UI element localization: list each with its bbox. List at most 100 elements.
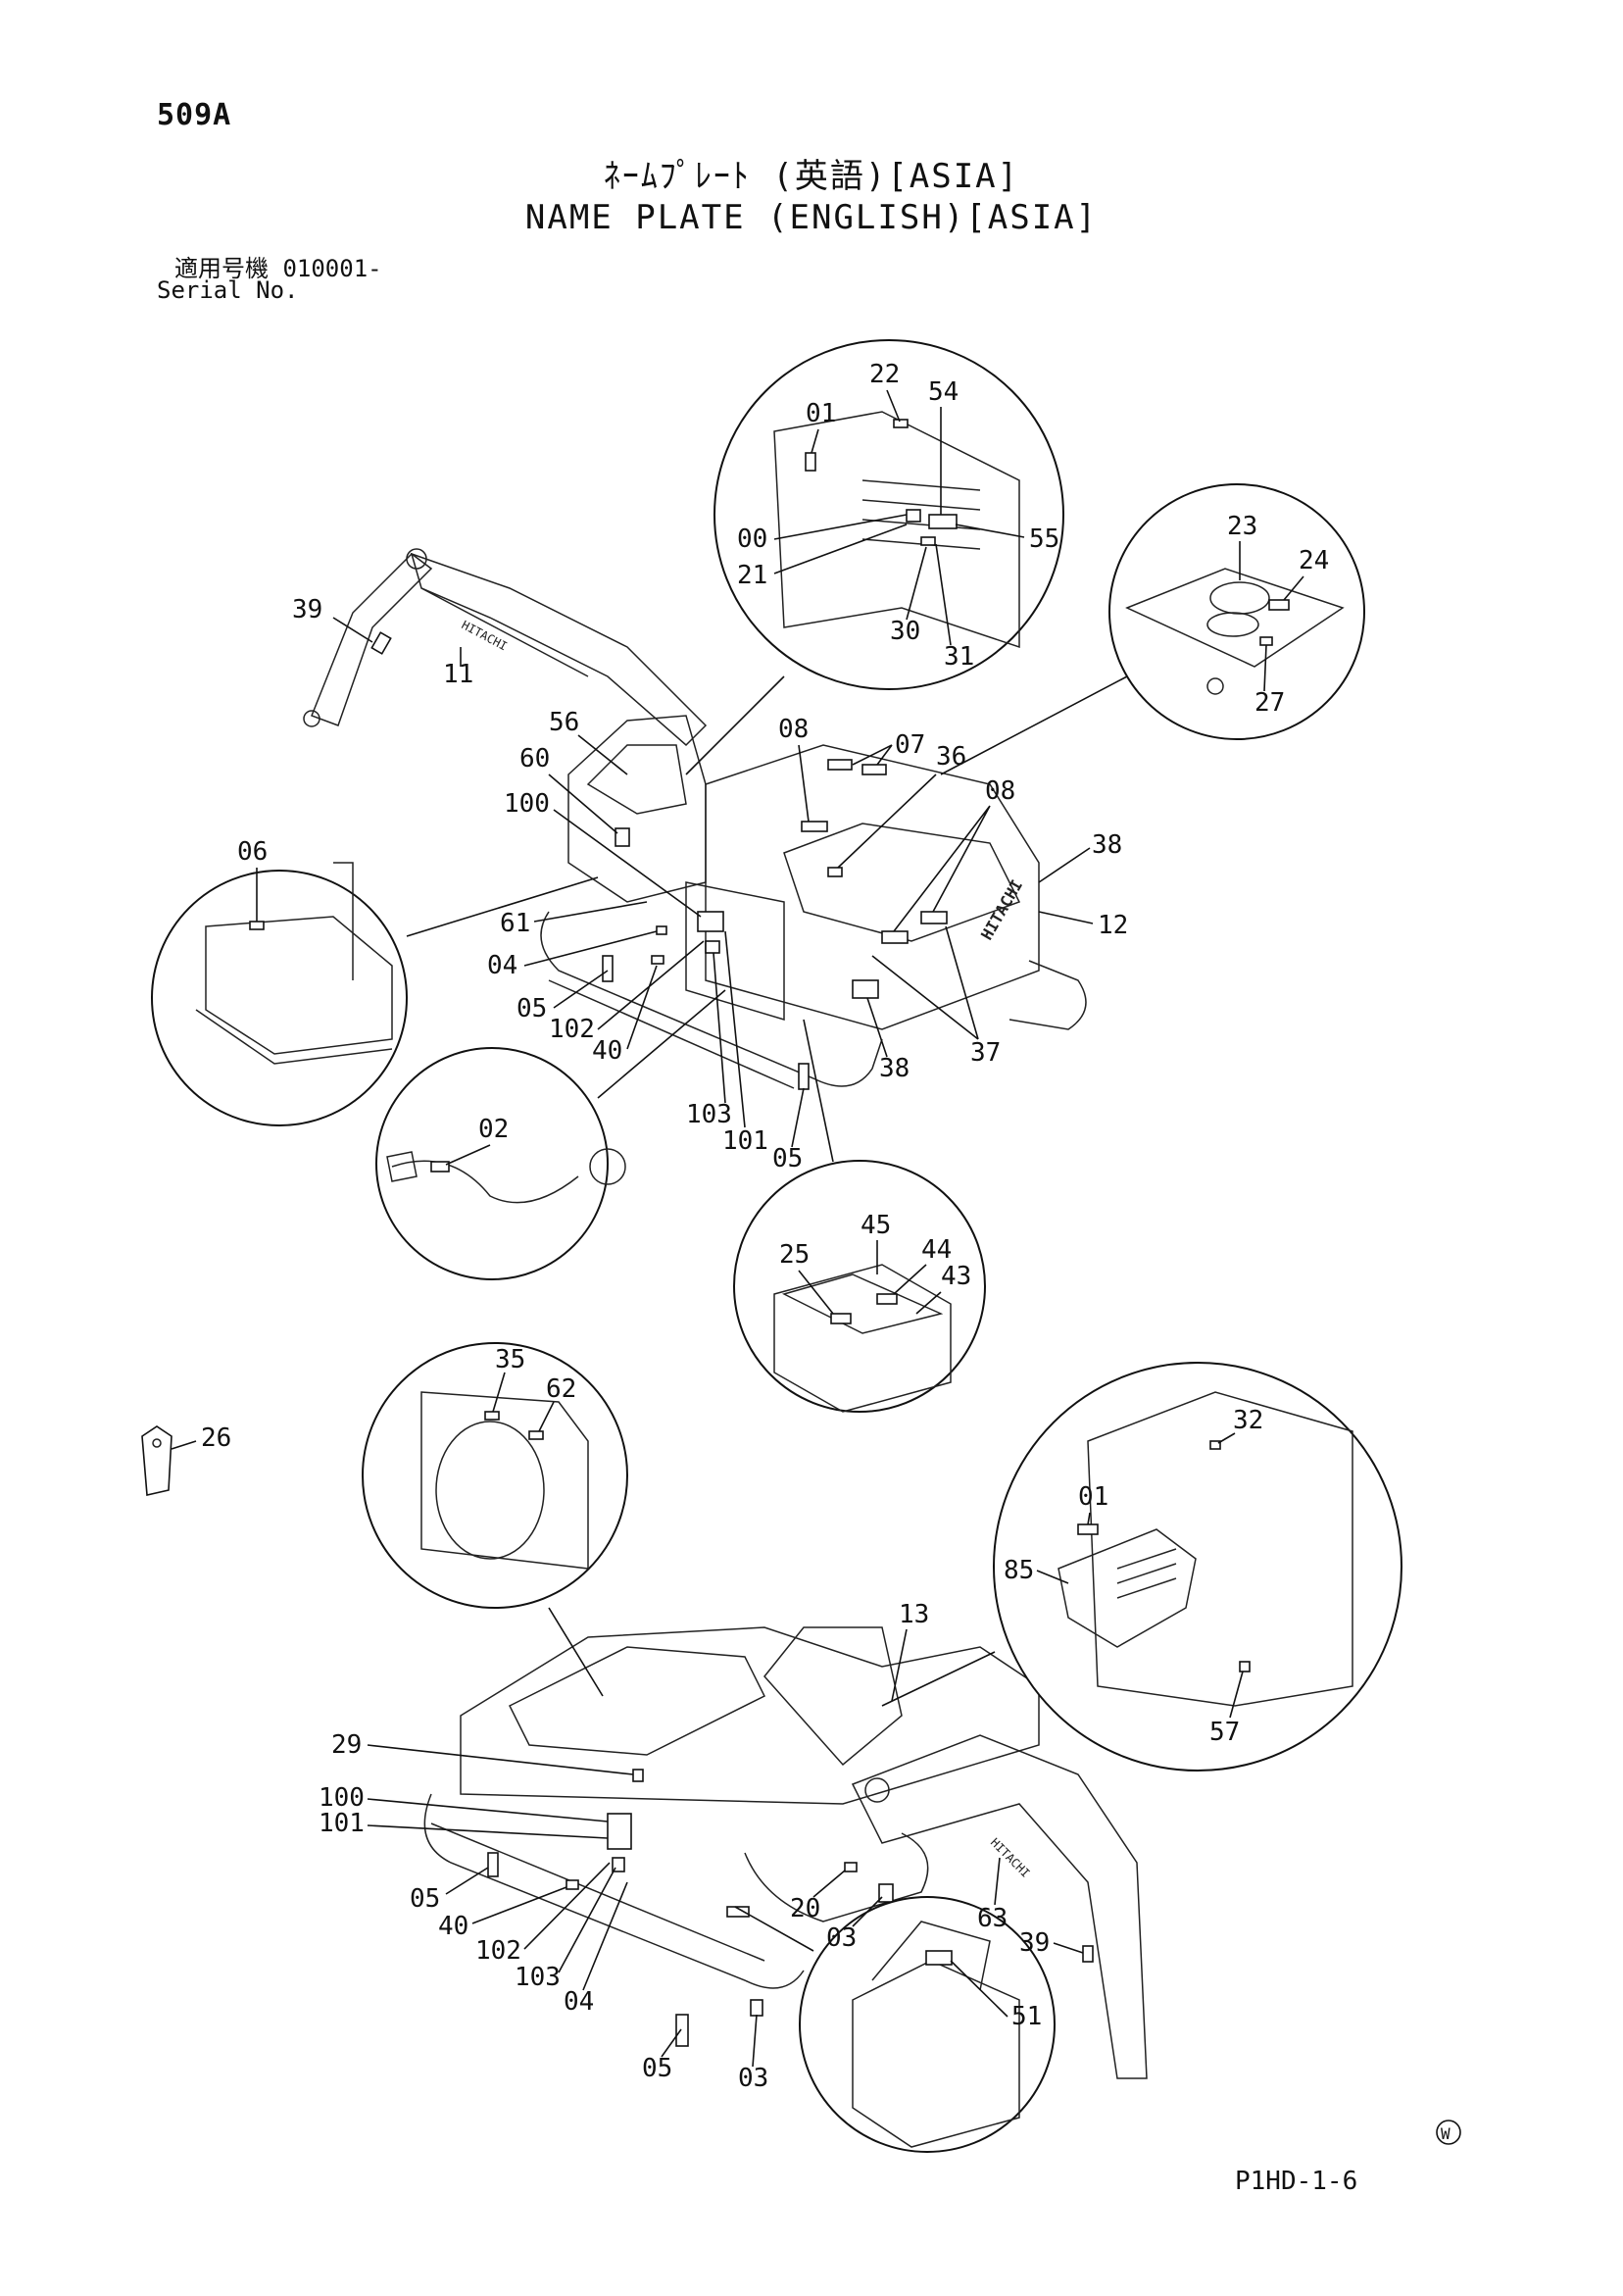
plate-101a (697, 911, 724, 932)
detail-circle-controller (151, 870, 408, 1126)
callout-25: 25 (779, 1240, 810, 1270)
leader-08b (893, 805, 991, 932)
side-panel (685, 881, 785, 1022)
plate-44 (876, 1293, 898, 1305)
leader-radiator-detail (548, 1607, 604, 1697)
callout-38a: 38 (1092, 830, 1122, 860)
leader-toolbox-detail (734, 1906, 814, 1952)
leader-40b (471, 1886, 567, 1924)
callout-39a: 39 (292, 595, 322, 624)
leader-101b (367, 1824, 609, 1839)
leader-37 (871, 925, 979, 1040)
callout-27: 27 (1254, 688, 1285, 718)
callout-12: 12 (1098, 911, 1128, 940)
callout-00: 00 (737, 524, 767, 554)
callout-39b: 39 (1019, 1928, 1050, 1958)
plate-07a (827, 759, 853, 771)
callout-20: 20 (790, 1894, 820, 1923)
controller-bracket (195, 862, 393, 1065)
leader-38a (1038, 847, 1091, 883)
callout-23: 23 (1227, 512, 1257, 541)
arm-brand-text: HITACHI (988, 1835, 1033, 1880)
plate-30 (920, 536, 936, 546)
callout-07: 07 (895, 730, 925, 760)
callout-29: 29 (331, 1730, 362, 1760)
leader-03b (852, 1896, 883, 1927)
plate-05c (487, 1852, 499, 1877)
arm-pin (303, 710, 320, 727)
title-english: NAME PLATE (ENGLISH)[ASIA] (524, 198, 1099, 237)
callout-03b: 03 (826, 1923, 857, 1953)
plate-103a (705, 940, 720, 954)
leader-22 (886, 389, 901, 423)
leader-36 (837, 774, 937, 869)
callouts: 39 11 22 54 01 00 55 21 30 31 23 24 27 5… (171, 360, 1329, 2093)
callout-05c: 05 (410, 1884, 440, 1914)
seat-ribs (1116, 1548, 1177, 1599)
leader-battery-detail (803, 1019, 834, 1163)
tank-fitting (1206, 677, 1224, 695)
leader-44 (893, 1264, 927, 1295)
plate-39-bottom (1082, 1945, 1094, 1963)
leader-seat-detail (881, 1651, 996, 1707)
w-mark-circle (1436, 2120, 1461, 2145)
callout-35: 35 (495, 1345, 525, 1374)
callout-85: 85 (1004, 1556, 1034, 1585)
plate-08c (920, 911, 948, 924)
leader-08a (798, 744, 810, 823)
callout-100a: 100 (504, 789, 550, 819)
boom-pin-bottom (864, 1777, 890, 1803)
plate-08a (801, 821, 828, 832)
leader-13 (891, 1628, 908, 1702)
leader-tank-detail (940, 675, 1128, 775)
callout-40a: 40 (592, 1036, 622, 1066)
plate-05a (602, 955, 614, 982)
serial-label-japanese: 適用号機 010001- (174, 255, 382, 282)
track-left-edge-bottom (430, 1822, 765, 1962)
leader-102b (523, 1862, 611, 1950)
callout-01b: 01 (1078, 1482, 1108, 1512)
track-left-edge (548, 979, 795, 1089)
leader-01b (1087, 1512, 1091, 1525)
counterweight-brand-text: HITACHI (977, 876, 1026, 943)
leader-32 (1217, 1432, 1236, 1444)
plate-62 (528, 1430, 544, 1440)
callout-103b: 103 (515, 1963, 561, 1992)
cab-bottom (763, 1626, 903, 1767)
leader-05b (791, 1087, 805, 1148)
boom-bottom (851, 1734, 1148, 2079)
callout-08a: 08 (778, 715, 809, 744)
leader-07 (852, 744, 893, 766)
callout-04a: 04 (487, 951, 517, 980)
detail-circle-radiator (362, 1342, 628, 1609)
callout-60: 60 (519, 744, 550, 774)
callout-08b: 08 (985, 776, 1015, 806)
leader-61 (533, 901, 648, 923)
callout-56: 56 (549, 708, 579, 737)
arm-top (311, 553, 433, 726)
callout-37: 37 (970, 1038, 1001, 1068)
leader-100a (553, 809, 702, 918)
leader-102a (597, 940, 705, 1030)
callout-61: 61 (500, 909, 530, 938)
callout-05d: 05 (642, 2054, 672, 2083)
track-left-top (540, 911, 883, 1087)
cab-panel-sketch (773, 411, 1020, 649)
leader-01a (811, 428, 819, 454)
callout-05a: 05 (516, 994, 547, 1023)
callout-54: 54 (928, 377, 959, 407)
callout-11: 11 (443, 660, 473, 689)
leader-39b (1053, 1942, 1084, 1954)
callout-102b: 102 (475, 1936, 521, 1966)
detail-hose (375, 1047, 626, 1280)
leader-controller-detail (406, 876, 599, 937)
leader-02 (445, 1144, 491, 1166)
callout-57: 57 (1209, 1718, 1240, 1747)
track-left-bottom (423, 1793, 805, 1989)
callout-38b: 38 (879, 1054, 910, 1083)
tank-filter (1206, 612, 1259, 637)
plate-05b (798, 1063, 810, 1090)
plate-07b (861, 764, 887, 775)
leader-00 (773, 514, 908, 540)
plate-32 (1209, 1440, 1221, 1450)
